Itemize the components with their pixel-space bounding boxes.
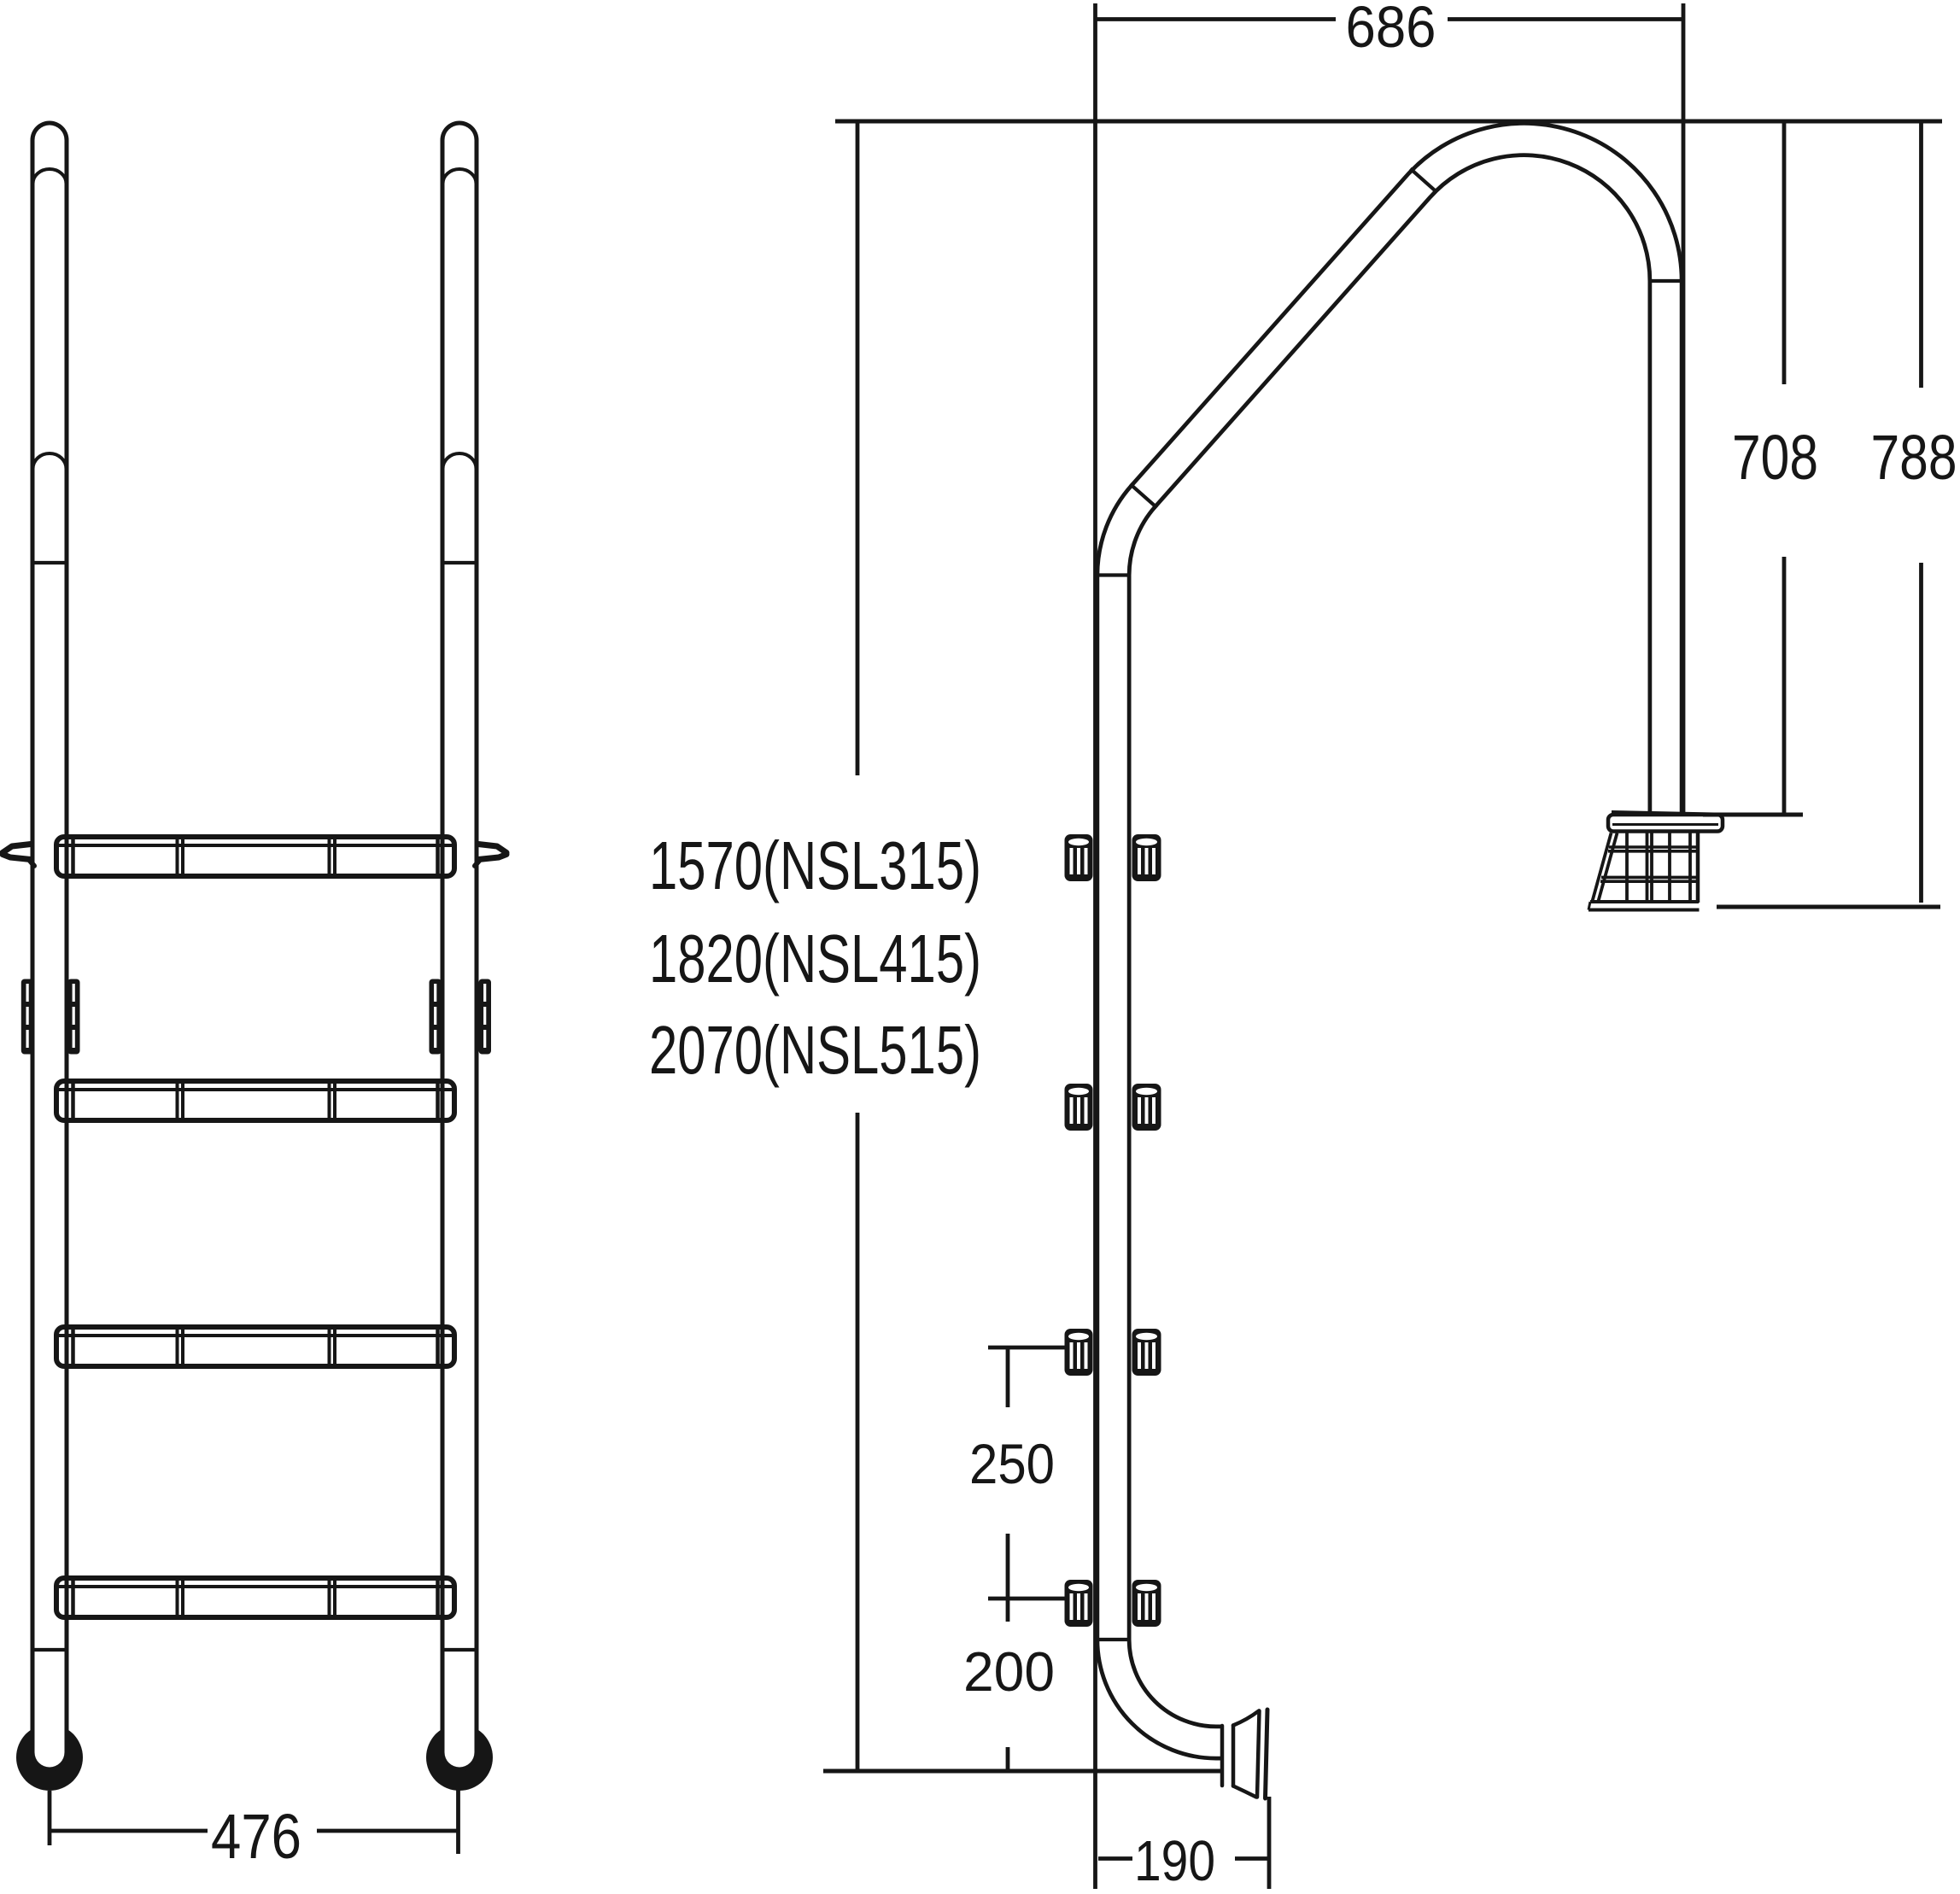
svg-text:1820(NSL415): 1820(NSL415) — [649, 921, 981, 997]
svg-text:788: 788 — [1871, 422, 1957, 493]
svg-text:708: 708 — [1732, 422, 1818, 493]
svg-text:190: 190 — [1134, 1829, 1215, 1893]
svg-text:476: 476 — [211, 1801, 301, 1872]
svg-text:250: 250 — [969, 1432, 1055, 1495]
svg-text:686: 686 — [1346, 0, 1436, 60]
svg-text:1570(NSL315): 1570(NSL315) — [649, 827, 981, 903]
svg-text:200: 200 — [963, 1640, 1055, 1703]
svg-text:2070(NSL515): 2070(NSL515) — [649, 1012, 981, 1088]
